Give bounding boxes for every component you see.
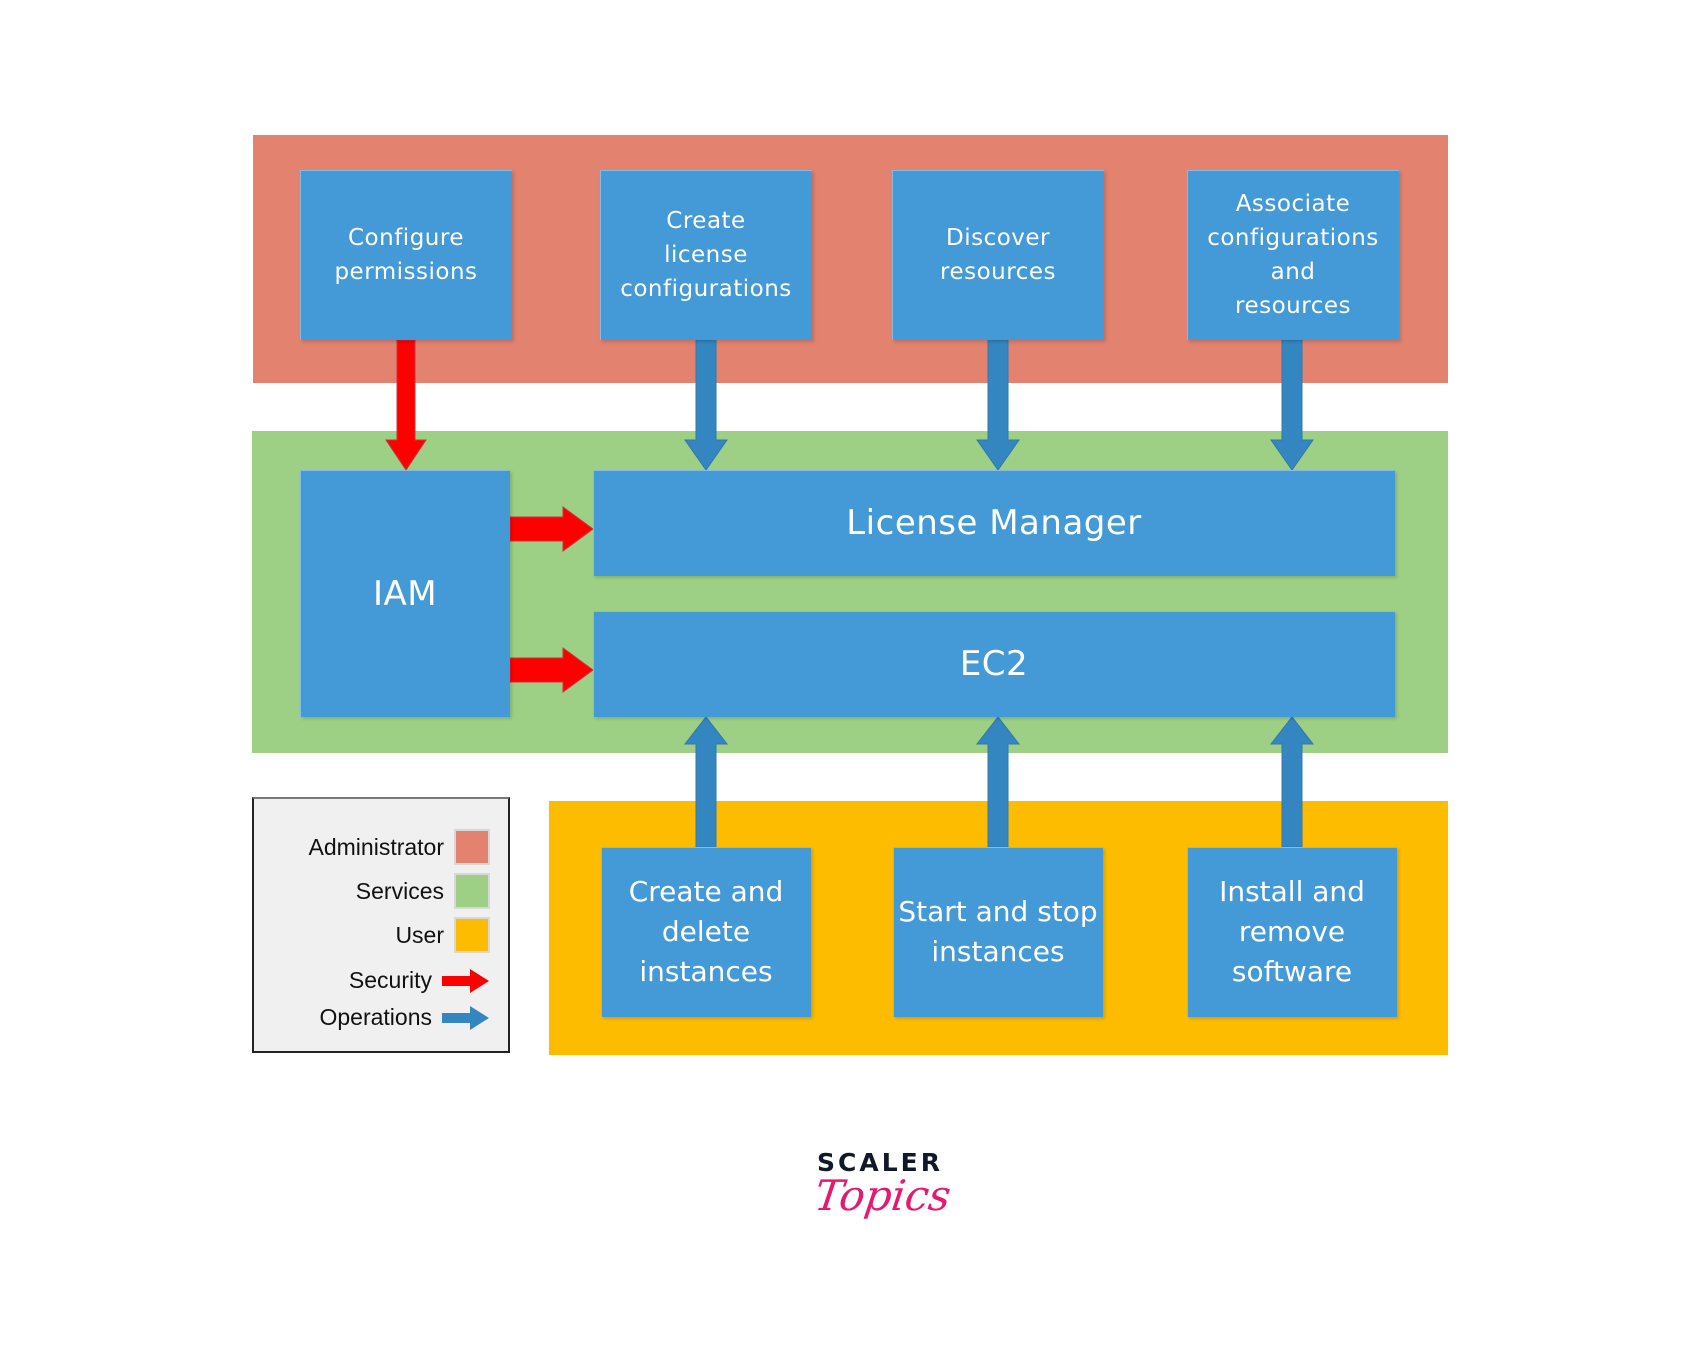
box-label: Start and stop instances bbox=[898, 895, 1098, 968]
configure-permissions-box: Configure permissions bbox=[300, 170, 512, 340]
security-arrow-configure-to-iam bbox=[385, 339, 427, 471]
license-manager-box: License Manager bbox=[593, 470, 1395, 576]
legend-label: Administrator bbox=[308, 833, 444, 860]
legend-item-user: User bbox=[395, 917, 490, 953]
operations-arrow-start-stop-to-ec2 bbox=[975, 716, 1021, 848]
box-label: Create and delete instances bbox=[628, 875, 784, 988]
operations-arrow-create-delete-to-ec2 bbox=[683, 716, 729, 848]
operations-arrow-icon bbox=[442, 1005, 489, 1030]
discover-resources-box: Discover resources bbox=[892, 170, 1104, 340]
operations-arrow-install-remove-to-ec2 bbox=[1269, 716, 1315, 848]
ec2-label: EC2 bbox=[959, 644, 1029, 684]
logo-scaler: SCALER bbox=[817, 1148, 943, 1177]
box-label: Configure permissions bbox=[334, 225, 478, 285]
legend-label: Security bbox=[348, 967, 432, 993]
legend-item-security: Security bbox=[349, 967, 490, 994]
start-stop-instances-box: Start and stop instances bbox=[893, 847, 1103, 1017]
legend-label: Services bbox=[355, 877, 444, 904]
create-license-configurations-box: Create license configurations bbox=[600, 170, 812, 340]
user-swatch bbox=[454, 917, 490, 953]
security-arrow-iam-to-ec2 bbox=[509, 647, 594, 693]
box-label: Install and remove software bbox=[1219, 875, 1365, 988]
services-swatch bbox=[454, 873, 490, 909]
create-delete-instances-box: Create and delete instances bbox=[601, 847, 811, 1017]
logo-topics: Topics bbox=[811, 1171, 954, 1220]
iam-label: IAM bbox=[372, 573, 438, 614]
box-label: Discover resources bbox=[940, 225, 1056, 285]
operations-arrow-create-license-to-lm bbox=[684, 339, 728, 471]
operations-arrow-discover-to-lm bbox=[976, 339, 1020, 471]
legend-label: User bbox=[395, 921, 444, 948]
administrator-swatch bbox=[454, 829, 490, 865]
security-arrow-iam-to-license-manager bbox=[509, 506, 594, 552]
legend: Administrator Services User Security Ope… bbox=[252, 797, 510, 1053]
legend-item-operations: Operations bbox=[319, 1004, 490, 1031]
legend-label: Operations bbox=[319, 1004, 432, 1030]
iam-box: IAM bbox=[300, 470, 510, 717]
box-label: Create license configurations bbox=[620, 208, 792, 302]
legend-item-services: Services bbox=[356, 873, 490, 909]
operations-arrow-associate-to-lm bbox=[1270, 339, 1314, 471]
security-arrow-icon bbox=[442, 968, 489, 993]
box-label: Associate configurations and resources bbox=[1207, 191, 1379, 319]
license-manager-label: License Manager bbox=[846, 503, 1142, 543]
legend-item-administrator: Administrator bbox=[309, 829, 490, 865]
associate-configurations-box: Associate configurations and resources bbox=[1187, 170, 1399, 340]
install-remove-software-box: Install and remove software bbox=[1187, 847, 1397, 1017]
scaler-topics-logo: SCALER Topics bbox=[812, 1148, 954, 1220]
ec2-box: EC2 bbox=[593, 611, 1395, 717]
